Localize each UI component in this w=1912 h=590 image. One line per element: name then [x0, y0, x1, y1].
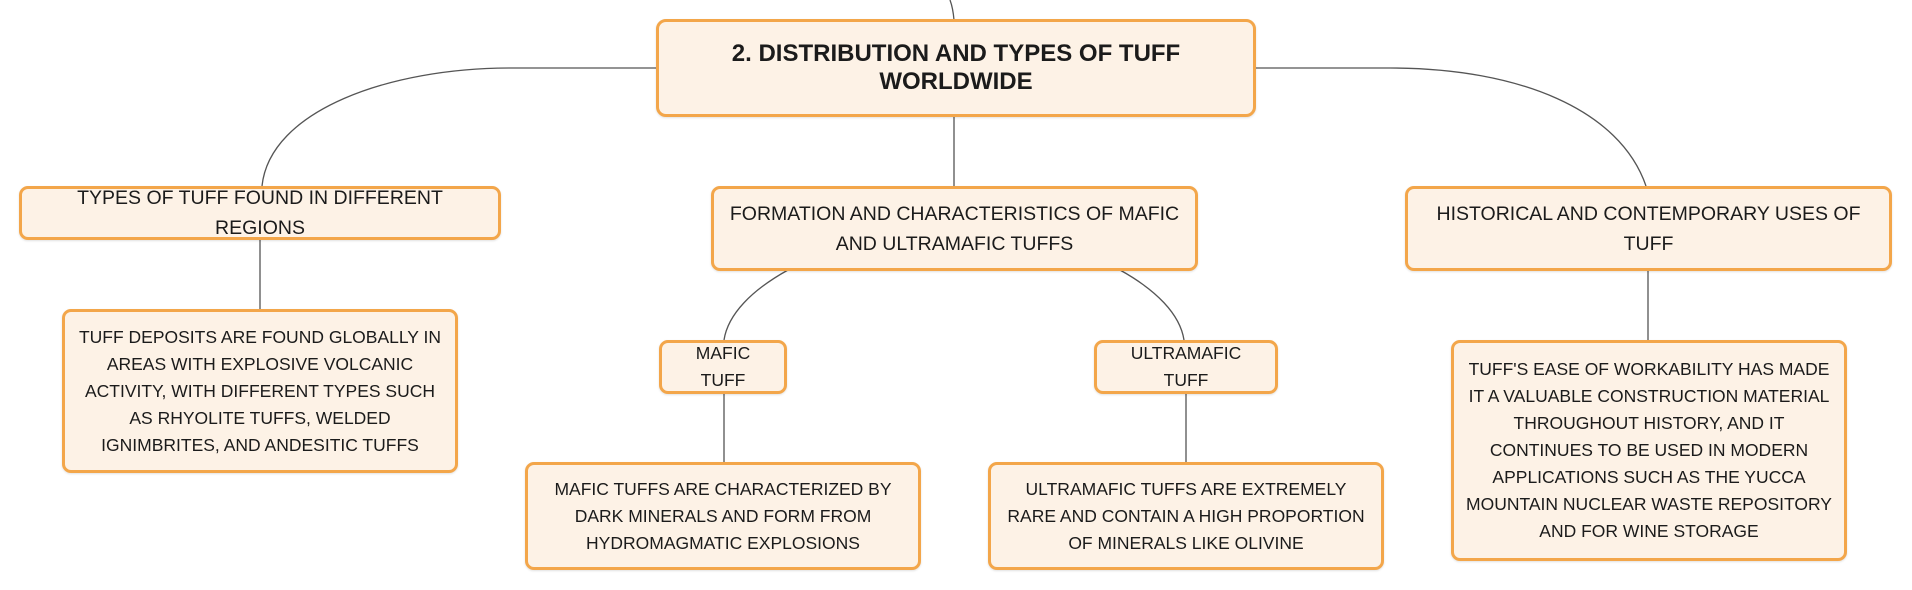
ultramafic-tuff-node[interactable]: ULTRAMAFIC TUFF	[1094, 340, 1278, 394]
branch-uses-node[interactable]: HISTORICAL AND CONTEMPORARY USES OF TUFF	[1405, 186, 1892, 271]
ultramafic-tuff-title: ULTRAMAFIC TUFF	[1130, 343, 1242, 390]
branch-regions-title: TYPES OF TUFF FOUND IN DIFFERENT REGIONS	[77, 187, 443, 239]
branch-formation-node[interactable]: FORMATION AND CHARACTERISTICS OF MAFIC A…	[711, 186, 1198, 271]
connector-parent-to-root	[949, 0, 955, 21]
ultramafic-detail-node[interactable]: ULTRAMAFIC TUFFS ARE EXTREMELY RARE AND …	[988, 462, 1384, 570]
uses-detail-node[interactable]: TUFF'S EASE OF WORKABILITY HAS MADE IT A…	[1451, 340, 1847, 561]
connector-formation-to-ultramafic	[1119, 269, 1185, 341]
mafic-detail-text: MAFIC TUFFS ARE CHARACTERIZED BY DARK MI…	[554, 478, 892, 553]
regions-detail-node[interactable]: TUFF DEPOSITS ARE FOUND GLOBALLY IN AREA…	[62, 309, 458, 473]
branch-formation-title: FORMATION AND CHARACTERISTICS OF MAFIC A…	[729, 202, 1180, 255]
mafic-tuff-node[interactable]: MAFIC TUFF	[659, 340, 787, 394]
uses-detail-text: TUFF'S EASE OF WORKABILITY HAS MADE IT A…	[1466, 359, 1832, 541]
connector-root-to-regions	[261, 67, 657, 187]
regions-detail-text: TUFF DEPOSITS ARE FOUND GLOBALLY IN AREA…	[78, 326, 442, 455]
branch-uses-title: HISTORICAL AND CONTEMPORARY USES OF TUFF	[1436, 202, 1861, 255]
root-topic-title: 2. DISTRIBUTION AND TYPES OF TUFF WORLDW…	[731, 40, 1181, 95]
ultramafic-detail-text: ULTRAMAFIC TUFFS ARE EXTREMELY RARE AND …	[1007, 478, 1365, 553]
branch-regions-node[interactable]: TYPES OF TUFF FOUND IN DIFFERENT REGIONS	[19, 186, 501, 240]
connector-formation-to-mafic	[723, 269, 789, 341]
mafic-detail-node[interactable]: MAFIC TUFFS ARE CHARACTERIZED BY DARK MI…	[525, 462, 921, 570]
connector-root-to-uses	[1255, 67, 1647, 187]
mafic-tuff-title: MAFIC TUFF	[695, 343, 751, 390]
root-topic-node[interactable]: 2. DISTRIBUTION AND TYPES OF TUFF WORLDW…	[656, 19, 1256, 117]
